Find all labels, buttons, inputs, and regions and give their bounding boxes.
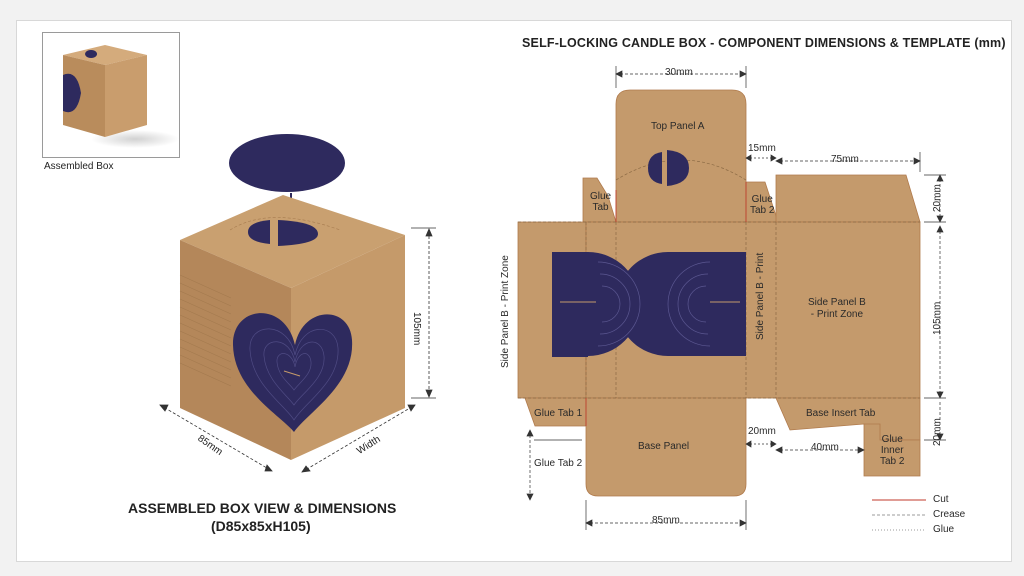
print-band-graphic <box>552 252 746 357</box>
glue-tab-1-label: Glue Tab 1 <box>534 408 583 419</box>
lock-slot-left <box>248 220 270 244</box>
dim-20mm-right: 20mm <box>932 418 943 446</box>
lock-slot-right <box>278 220 318 246</box>
assembled-view-subtitle: (D85x85xH105) <box>211 518 311 534</box>
base-insert-tab-label: Base Insert Tab <box>806 408 876 419</box>
base-panel-shape <box>585 397 747 497</box>
top-lock-slot-right <box>667 150 689 186</box>
heart-print <box>232 313 353 432</box>
template-title: SELF-LOCKING CANDLE BOX - COMPONENT DIME… <box>522 36 1006 50</box>
thumbnail-caption: Assembled Box <box>44 161 114 172</box>
dim-85mm: 85mm <box>652 515 680 526</box>
side-panel-b-left-label: Side Panel B - Print Zone <box>500 255 511 368</box>
side-panel-b-right-label: Side Panel B- Print Zone <box>808 297 866 320</box>
dim-20mm-top: 20mm <box>932 184 943 212</box>
dim-105mm: 105mm <box>932 301 943 335</box>
right-top-flap-shape <box>775 174 921 223</box>
dim-75mm: 75mm <box>831 154 859 165</box>
top-lock-slot-left <box>648 152 662 184</box>
legend-cut-label: Cut <box>933 494 949 505</box>
dim-40mm: 40mm <box>811 442 839 453</box>
thumbnail-box-image <box>63 45 179 148</box>
assembled-view-title: ASSEMBLED BOX VIEW & DIMENSIONS <box>128 500 397 516</box>
glue-inner-tab-2-shape <box>863 423 921 477</box>
base-panel-label: Base Panel <box>638 441 690 452</box>
legend-glue-label: Glue <box>933 524 955 535</box>
legend-crease-label: Crease <box>933 509 966 520</box>
dim-30mm: 30mm <box>665 67 693 78</box>
top-panel-a-label: Top Panel A <box>651 121 705 132</box>
glue-tab-2-bottom-label: Glue Tab 2 <box>534 458 583 469</box>
assembled-box-thumbnail <box>42 32 180 158</box>
dim-20mm-middle: 20mm <box>748 426 776 437</box>
dim-15mm: 15mm <box>748 143 776 154</box>
glue-tab-left-shape <box>582 177 617 223</box>
lid-disc <box>229 134 345 192</box>
side-panel-b-mid-label: Side Panel B - Print <box>755 252 766 340</box>
